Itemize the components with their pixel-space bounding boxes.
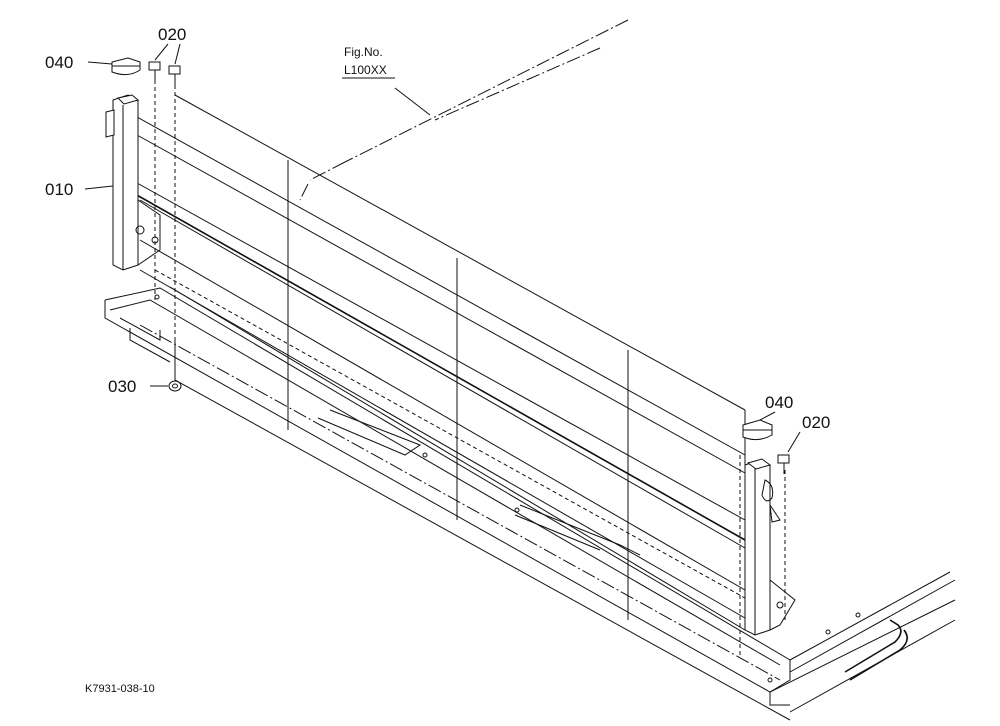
left-post	[105, 94, 161, 271]
alignment-lines	[154, 80, 786, 655]
side-panel	[127, 94, 746, 631]
base-frame	[104, 287, 956, 721]
bolt-right	[777, 454, 790, 474]
figure-ref-title: Fig.No.	[344, 45, 383, 59]
leader-lines	[84, 43, 801, 453]
callout-010: 010	[45, 180, 73, 199]
nut	[168, 380, 182, 392]
callout-040-left: 040	[45, 53, 73, 72]
figure-ref-number: L100XX	[344, 63, 387, 77]
callout-020-top: 020	[158, 25, 186, 44]
callout-040-right: 040	[765, 393, 793, 412]
reference-frame-lines	[299, 19, 629, 201]
callout-030: 030	[108, 377, 136, 396]
bolt-left-1	[148, 61, 161, 80]
bolt-left-2	[168, 65, 181, 86]
callout-020-right: 020	[802, 413, 830, 432]
cap-left	[111, 57, 141, 76]
right-post	[744, 458, 796, 636]
cap-right	[742, 419, 773, 441]
drawing-code: K7931-038-10	[85, 683, 155, 695]
